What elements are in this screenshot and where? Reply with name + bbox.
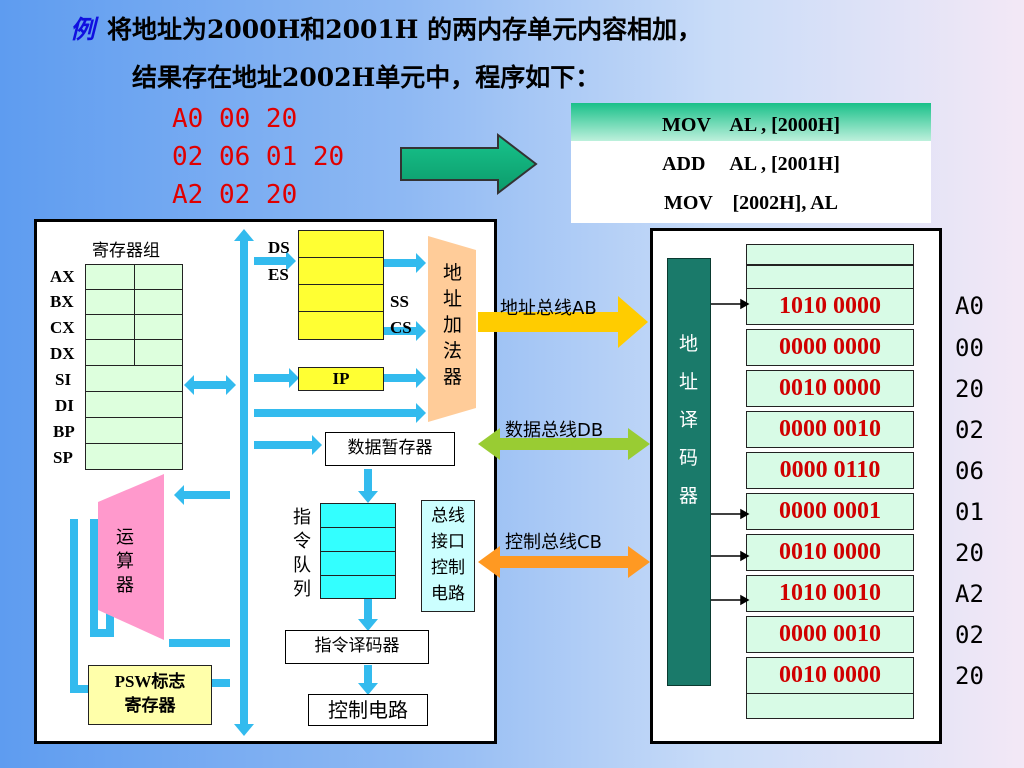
seg-label-ds: DS (268, 238, 290, 257)
machine-code-line-3: A2 02 20 (172, 180, 298, 210)
register-file (85, 264, 183, 472)
reg-label-si: SI (55, 370, 72, 389)
hex-value: A0 (955, 292, 984, 320)
reg-label-bp: BP (53, 422, 75, 441)
alu-label: 运算器 (116, 527, 134, 596)
queue-label: 指令队列 (293, 507, 311, 600)
memory-cell: 0000 0010 (746, 411, 914, 448)
hex-value: A2 (955, 580, 984, 608)
reg-label-ax: AX (50, 267, 75, 286)
reg-label-di: DI (55, 396, 74, 415)
data-temp-register: 数据暂存器 (325, 432, 455, 466)
hex-value: 06 (955, 457, 984, 485)
memory-cell: 0010 0000 (746, 534, 914, 571)
hex-value: 20 (955, 539, 984, 567)
reg-label-dx: DX (50, 344, 75, 363)
example-label: 例 (70, 15, 96, 44)
memory-cell: 0000 0010 (746, 616, 914, 653)
ip-register: IP (298, 367, 384, 391)
reg-label-sp: SP (53, 448, 73, 467)
memory-cell-empty-mid (746, 265, 914, 289)
address-decoder-label: 地址译码器 (679, 333, 699, 507)
data-bus-label: 数据总线DB (505, 420, 604, 441)
memory-cell: 0010 0000 (746, 657, 914, 694)
asm-line-2: ADD AL , [2001H] (662, 153, 840, 175)
asm-line-3: MOV [2002H], AL (663, 192, 839, 214)
machine-code-line-1: A0 00 20 (172, 104, 298, 134)
external-buses (478, 296, 650, 578)
reg-label-bx: BX (50, 292, 74, 311)
memory-cell: 0010 0000 (746, 370, 914, 407)
control-circuit: 控制电路 (308, 694, 428, 726)
hex-value: 02 (955, 416, 984, 444)
memory-cell: 1010 0000 (746, 288, 914, 325)
psw-register: PSW标志寄存器 (88, 665, 212, 725)
machine-code-line-2: 02 06 01 20 (172, 142, 345, 172)
segment-registers (298, 230, 384, 340)
instruction-queue (320, 503, 396, 599)
memory-cell-empty-bottom (746, 693, 914, 719)
seg-label-ss: SS (390, 292, 409, 311)
address-decoder (667, 258, 711, 686)
instruction-decoder: 指令译码器 (285, 630, 429, 664)
asm-line-1: MOV AL , [2000H] (662, 114, 840, 136)
address-adder-label: 地址加法器 (443, 262, 463, 388)
hex-value: 00 (955, 334, 984, 362)
bus-interface-control: 总线接口控制电路 (421, 500, 475, 612)
hex-value: 02 (955, 621, 984, 649)
control-bus-label: 控制总线CB (505, 532, 602, 553)
hex-value: 01 (955, 498, 984, 526)
memory-cell-empty-top (746, 244, 914, 265)
memory-cell: 0000 0110 (746, 452, 914, 489)
seg-label-cs: CS (390, 318, 412, 337)
right-arrow-icon (400, 132, 538, 196)
reg-label-cx: CX (50, 318, 75, 337)
address-bus-label: 地址总线AB (500, 298, 597, 319)
register-group-label: 寄存器组 (92, 241, 160, 261)
address-adder-shape (428, 236, 476, 422)
alu-shape (98, 474, 164, 640)
assembly-box: MOV AL , [2000H] ADD AL , [2001H] MOV [2… (571, 103, 931, 223)
decoder-select-lines (711, 298, 750, 606)
memory-cell: 0000 0000 (746, 329, 914, 366)
seg-label-es: ES (268, 265, 289, 284)
hex-value: 20 (955, 375, 984, 403)
memory-cell: 1010 0010 (746, 575, 914, 612)
title-line-2: 结果存在地址2002H单元中，程序如下： (132, 63, 601, 92)
title-line-1: 例将地址为2000H和2001H 的两内存单元内容相加， (70, 15, 703, 44)
memory-cell: 0000 0001 (746, 493, 914, 530)
hex-value: 20 (955, 662, 984, 690)
